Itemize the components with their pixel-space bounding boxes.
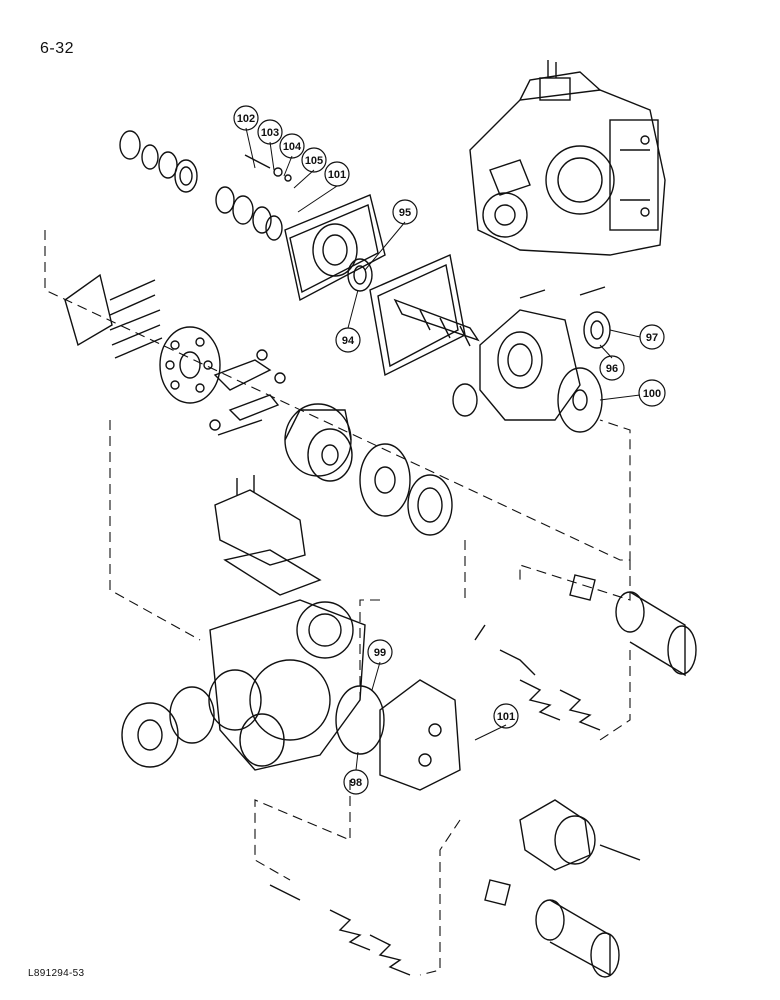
valve-plate <box>359 443 411 517</box>
assembly-lines <box>44 230 631 976</box>
svg-text:101: 101 <box>328 169 346 181</box>
svg-text:101: 101 <box>497 711 515 723</box>
svg-text:99: 99 <box>374 647 386 659</box>
callout-101-top: 101 <box>324 161 350 187</box>
cover-plate <box>284 194 386 302</box>
piston-set <box>64 273 221 404</box>
svg-text:94: 94 <box>342 335 355 347</box>
spring-set-lower <box>269 884 411 976</box>
callout-101-lower: 101 <box>493 703 519 729</box>
rear-cover <box>335 679 461 791</box>
svg-text:103: 103 <box>261 127 279 139</box>
seal-ring-96 <box>583 311 611 349</box>
charge-pump <box>519 799 641 871</box>
shaft-seal <box>347 258 373 292</box>
callout-97: 97 <box>639 324 665 350</box>
bearing <box>407 474 453 536</box>
svg-text:96: 96 <box>606 363 618 375</box>
svg-text:102: 102 <box>237 113 255 125</box>
valve-plate-linkage <box>209 349 286 436</box>
svg-text:97: 97 <box>646 332 658 344</box>
spring-set-upper <box>474 624 601 731</box>
callout-96: 96 <box>599 355 625 381</box>
callout-99: 99 <box>367 639 393 665</box>
callout-95: 95 <box>392 199 418 225</box>
cylinder-block <box>284 403 353 482</box>
svg-text:95: 95 <box>399 207 411 219</box>
main-housing <box>208 599 366 771</box>
svg-text:104: 104 <box>283 141 302 153</box>
callout-98: 98 <box>343 769 369 795</box>
callouts: 102 103 104 105 101 95 94 97 96 100 99 9… <box>233 105 666 795</box>
callout-103: 103 <box>257 119 283 145</box>
control-valve-block <box>214 475 322 596</box>
callout-102: 102 <box>233 105 259 131</box>
swashplate-housing <box>452 286 606 421</box>
gasket-and-shaft <box>369 254 480 377</box>
assembled-pump-illustration <box>469 60 666 256</box>
callout-94: 94 <box>335 327 361 353</box>
servo-piston-upper <box>569 574 697 677</box>
svg-text:105: 105 <box>305 155 323 167</box>
front-flange <box>121 686 215 768</box>
callout-leaders <box>245 127 641 771</box>
svg-text:100: 100 <box>643 388 661 400</box>
thrust-washer-100 <box>557 367 603 433</box>
servo-piston-lower <box>484 879 620 978</box>
callout-104: 104 <box>279 133 305 159</box>
drawing-code: L891294-53 <box>28 968 85 979</box>
svg-text:98: 98 <box>350 777 362 789</box>
seal-kit-parts <box>119 130 292 241</box>
callout-100: 100 <box>638 379 666 407</box>
callout-105: 105 <box>301 147 327 173</box>
page-number: 6-32 <box>40 40 75 57</box>
